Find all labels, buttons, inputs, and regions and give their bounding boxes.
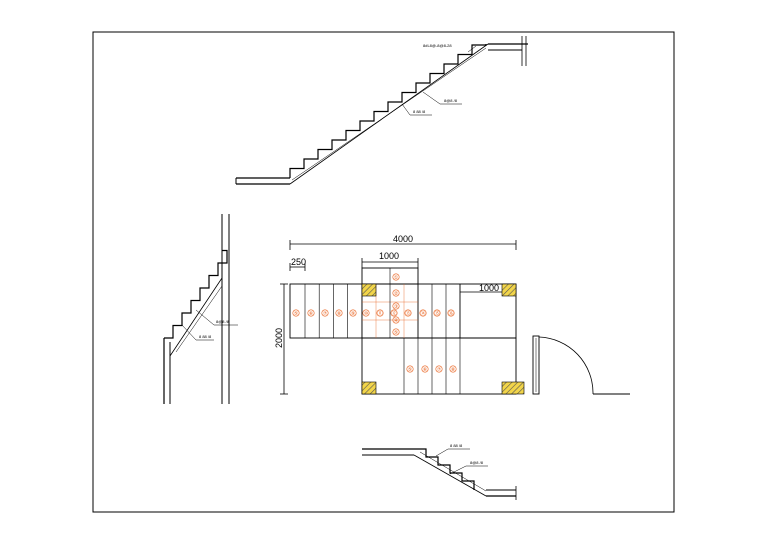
bottom-stair-section: 8 88 /8 8@8 /8 [362,443,517,500]
marker-circle [376,309,384,317]
marker-circle [447,309,455,317]
landing-marker-column: ① ② ③ ④ ⑤ [392,273,400,336]
left-rebar-label-b: 8 88 /8 [199,334,212,339]
marker-label: ⑭ [420,310,425,317]
dim-height: 2000 [274,328,284,348]
dim-tread: 250 [291,257,306,267]
top-stair-label: 8#L8@-8@8-28 [423,43,452,48]
marker-label: ⑨ [351,311,356,317]
top-stair-section: 8#L8@-8@8-28 8@8 /8 8 88 /8 [235,36,528,185]
dim-landing-width: 1000 [379,251,399,261]
bottom-rebar-label-b: 8@8 /8 [470,460,484,465]
rebar-label-b: 8 88 /8 [413,109,426,114]
marker-label: ③ [394,304,399,310]
marker-label: ⑫ [391,310,396,317]
marker-label: ⑦ [323,311,328,317]
marker-circle [392,328,400,336]
marker-label: ⑩ [364,311,369,317]
marker-circle [362,309,370,317]
stair-plan: 4000 1000 250 2000 1000 [274,234,525,395]
marker-label: ④ [394,318,399,324]
tread-marker-row: ⑤ ⑥ ⑦ ⑧ ⑨ ⑩ ⑪ ⑫ ⑬ ⑭ ⑮ ⑯ [292,309,455,317]
left-rebar-label-a: 8@8 /8 [216,319,230,324]
marker-circle [307,309,315,317]
marker-label: ⑪ [377,310,382,317]
dim-right-landing: 1000 [479,283,499,293]
door-swing [532,335,630,395]
marker-circle [392,316,400,324]
column-hatch-tr [501,283,517,297]
bottom-rebar-label-a: 8 88 /8 [450,443,463,448]
column-hatch-br [501,381,525,395]
marker-circle [406,365,414,373]
marker-circle [419,309,427,317]
marker-label: ⑥ [309,311,314,317]
marker-label: ⑮ [434,310,439,317]
marker-label: ⑯ [448,310,453,317]
rebar-label-a: 8@8 /8 [444,98,458,103]
marker-circle [392,273,400,281]
marker-circle [435,365,443,373]
marker-circle [349,309,357,317]
drawing-frame [92,31,675,513]
marker-circle [449,365,457,373]
marker-circle [321,309,329,317]
marker-label: ⑤ [394,330,399,336]
marker-label: ⑬ [405,310,410,317]
marker-circle [392,289,400,297]
marker-label: ① [394,275,399,281]
marker-label: ⑥ [423,367,428,373]
marker-circle [421,365,429,373]
marker-circle [392,302,400,310]
marker-circle [433,309,441,317]
marker-circle [404,309,412,317]
marker-label: ② [394,291,399,297]
marker-label: ⑧ [337,311,342,317]
marker-label: ⑦ [437,367,442,373]
marker-label: ⑤ [294,311,299,317]
left-stair-section: 8@8 /8 8 88 /8 [163,214,238,404]
lower-marker-row: ⑤ ⑥ ⑦ ⑧ [406,365,457,373]
marker-label: ⑧ [451,367,456,373]
marker-circle [292,309,300,317]
dim-total-length: 4000 [393,234,413,244]
column-hatch-bl [361,381,377,395]
marker-label: ⑤ [408,367,413,373]
column-hatch-tl [361,283,377,297]
marker-circle [335,309,343,317]
marker-circle [390,309,398,317]
